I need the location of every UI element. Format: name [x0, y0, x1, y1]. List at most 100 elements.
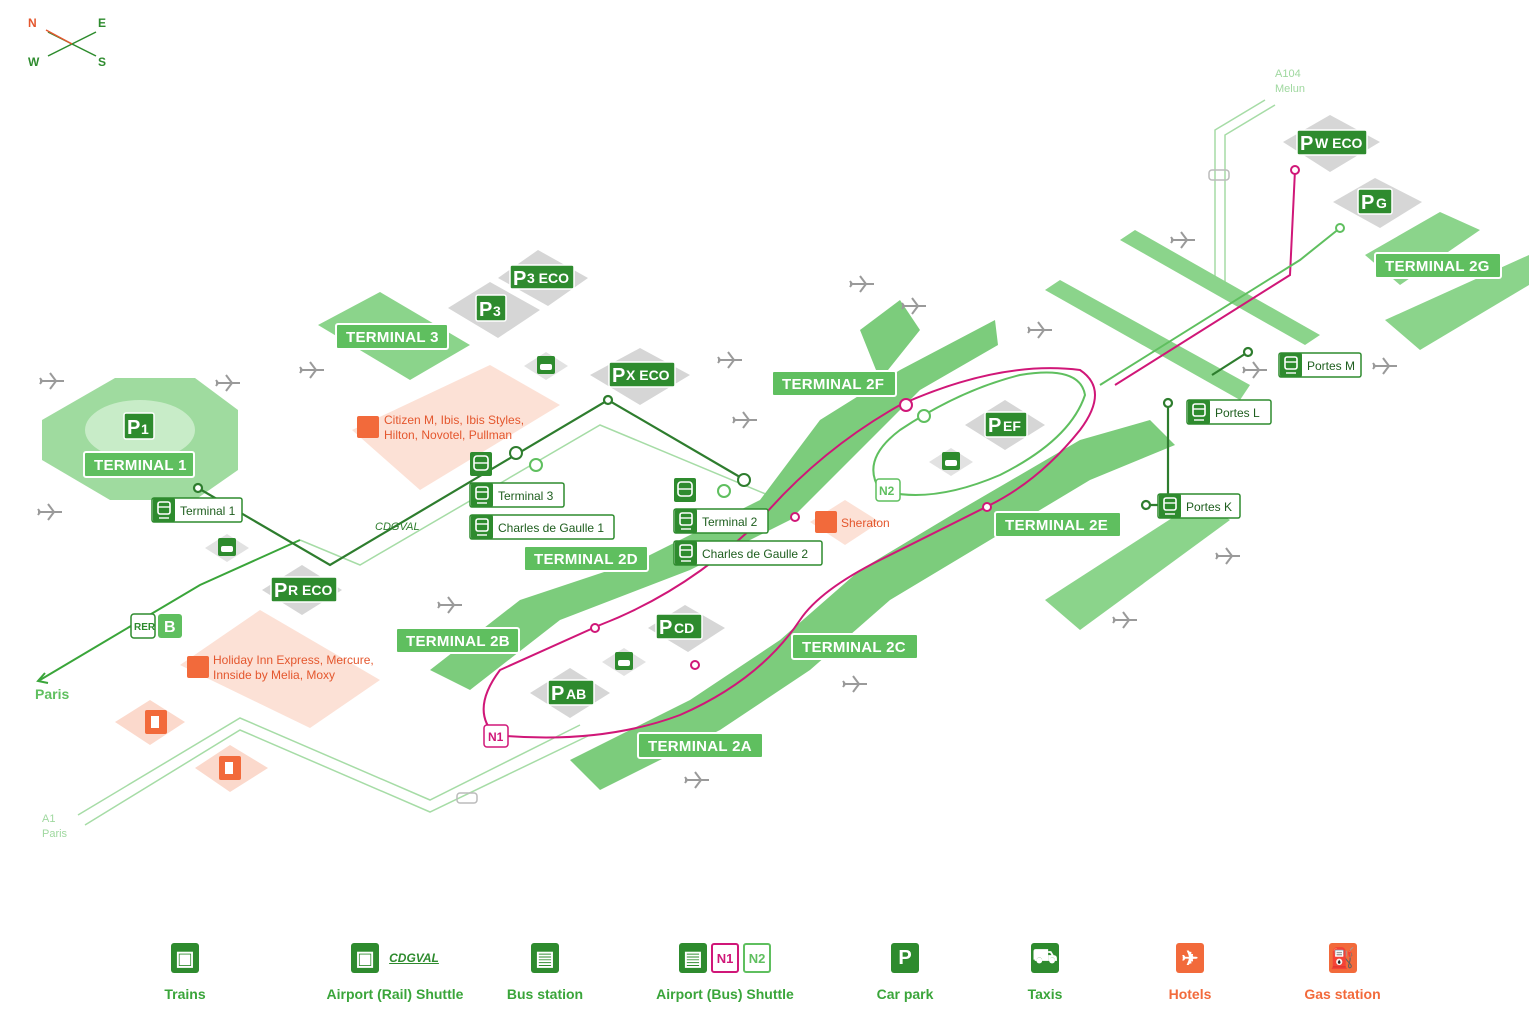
- terminal-2f-label[interactable]: TERMINAL 2F: [771, 370, 897, 397]
- taxi-icon: ⛟: [1031, 943, 1059, 973]
- hotel-sheraton: Sheraton: [841, 516, 890, 530]
- legend-hotels: ✈ Hotels: [1160, 940, 1220, 1002]
- legend-rail-shuttle: ▣ CDGVAL Airport (Rail) Shuttle: [320, 940, 470, 1002]
- fuel-icon: ⛽: [1328, 943, 1357, 973]
- road-paris: Paris: [42, 828, 68, 840]
- station-portes-m[interactable]: Portes M: [1278, 352, 1362, 378]
- svg-text:Terminal 2: Terminal 2: [702, 515, 758, 529]
- parking-p1[interactable]: P 1: [123, 412, 155, 440]
- compass: N E W S: [28, 16, 106, 69]
- rer-line: [36, 539, 301, 684]
- svg-text:Portes L: Portes L: [1215, 406, 1260, 420]
- hotel-icons: [187, 416, 837, 678]
- parking-labels: P 1 P 3 P 3 ECO P X ECO P R ECO P EF: [123, 129, 1393, 706]
- svg-text:CD: CD: [674, 620, 694, 636]
- bus-stations: [469, 409, 931, 503]
- parking-pg[interactable]: P G: [1357, 188, 1393, 215]
- svg-text:3 ECO: 3 ECO: [527, 270, 569, 286]
- svg-text:Portes M: Portes M: [1307, 359, 1355, 373]
- compass-n: N: [28, 16, 37, 30]
- terminal-1-label[interactable]: TERMINAL 1: [83, 451, 195, 478]
- station-portes-k[interactable]: Portes K: [1157, 493, 1241, 519]
- road-a1: A1: [42, 813, 55, 825]
- legend-bus-station: ▤ Bus station: [500, 940, 590, 1002]
- hotel-group1-line1: Citizen M, Ibis, Ibis Styles,: [384, 413, 524, 427]
- terminal-2g-label[interactable]: TERMINAL 2G: [1374, 252, 1502, 279]
- svg-text:TERMINAL 2A: TERMINAL 2A: [648, 738, 752, 755]
- parking-icon: P: [891, 943, 919, 973]
- parking-px-eco[interactable]: P X ECO: [608, 361, 676, 388]
- svg-text:EF: EF: [1003, 418, 1021, 434]
- rer-b-badge[interactable]: RER B: [130, 613, 182, 639]
- svg-text:P: P: [612, 365, 625, 387]
- svg-text:P: P: [551, 683, 564, 705]
- train-icon: ▣: [171, 943, 199, 973]
- terminal-2a-label[interactable]: TERMINAL 2A: [637, 732, 764, 759]
- svg-text:TERMINAL 2D: TERMINAL 2D: [534, 551, 638, 568]
- terminal-3-label[interactable]: TERMINAL 3: [335, 323, 449, 350]
- svg-text:Charles de Gaulle 2: Charles de Gaulle 2: [702, 547, 808, 561]
- bus-icon: ▤: [531, 943, 559, 973]
- station-cdg-2[interactable]: Charles de Gaulle 2: [673, 540, 823, 566]
- station-terminal-2[interactable]: Terminal 2: [673, 508, 769, 534]
- compass-s: S: [98, 55, 106, 69]
- n1-legend-icon: N1: [711, 943, 739, 973]
- hotel-group2-line1: Holiday Inn Express, Mercure,: [213, 653, 374, 667]
- svg-text:TERMINAL 2B: TERMINAL 2B: [406, 633, 510, 650]
- svg-text:G: G: [1376, 195, 1387, 211]
- n2-badge[interactable]: N2: [875, 478, 901, 502]
- shuttle-train-icon: ▣: [351, 943, 380, 973]
- gas-station-icons: [145, 710, 241, 780]
- svg-text:P: P: [274, 580, 287, 602]
- svg-text:AB: AB: [566, 686, 586, 702]
- legend-gas-station: ⛽ Gas station: [1295, 940, 1390, 1002]
- n1-badge[interactable]: N1: [483, 724, 509, 748]
- bus-stops: [590, 398, 992, 670]
- svg-text:P: P: [659, 617, 672, 639]
- station-cdg-1[interactable]: Charles de Gaulle 1: [469, 514, 615, 540]
- svg-text:3: 3: [493, 303, 501, 319]
- terminal-2d-label[interactable]: TERMINAL 2D: [523, 545, 649, 572]
- rail-stations: Terminal 1 Terminal 3 Charles de Gaulle …: [151, 352, 1362, 566]
- svg-text:Charles de Gaulle 1: Charles de Gaulle 1: [498, 521, 604, 535]
- svg-text:W ECO: W ECO: [1315, 135, 1363, 151]
- terminal-labels: TERMINAL 1 TERMINAL 3 TERMINAL 2F TERMIN…: [83, 252, 1502, 759]
- svg-text:B: B: [164, 619, 176, 636]
- hotel-icon: ✈: [1176, 943, 1204, 973]
- parking-pef[interactable]: P EF: [984, 411, 1028, 438]
- terminal-2e-label[interactable]: TERMINAL 2E: [994, 511, 1122, 538]
- svg-text:TERMINAL 3: TERMINAL 3: [346, 329, 439, 346]
- hotel-group2-line2: Innside by Melia, Moxy: [213, 668, 335, 682]
- svg-text:P: P: [479, 299, 492, 321]
- svg-text:TERMINAL 2E: TERMINAL 2E: [1005, 517, 1108, 534]
- svg-text:P: P: [1300, 133, 1313, 155]
- svg-text:TERMINAL 1: TERMINAL 1: [94, 457, 187, 474]
- parking-pr-eco[interactable]: P R ECO: [270, 576, 338, 603]
- compass-e: E: [98, 16, 106, 30]
- parking-p3-eco[interactable]: P 3 ECO: [509, 264, 575, 290]
- parking-p3[interactable]: P 3: [475, 294, 507, 322]
- legend-trains: ▣ Trains: [155, 940, 215, 1002]
- cdgval-line-label: CDGVAL: [375, 521, 420, 533]
- station-portes-l[interactable]: Portes L: [1186, 399, 1272, 425]
- parking-pw-eco[interactable]: P W ECO: [1296, 129, 1368, 156]
- terminal-2b-label[interactable]: TERMINAL 2B: [395, 627, 520, 654]
- cdgval-line: [192, 346, 1254, 567]
- svg-text:P: P: [1361, 192, 1374, 214]
- parking-pab[interactable]: P AB: [547, 679, 595, 706]
- svg-text:RER: RER: [134, 622, 156, 633]
- station-terminal-1[interactable]: Terminal 1: [151, 497, 243, 523]
- svg-text:P: P: [988, 415, 1001, 437]
- parking-pcd[interactable]: P CD: [655, 613, 703, 640]
- road-melun: Melun: [1275, 83, 1305, 95]
- terminal-2c-label[interactable]: TERMINAL 2C: [791, 633, 919, 660]
- svg-text:TERMINAL 2G: TERMINAL 2G: [1385, 258, 1490, 275]
- svg-text:TERMINAL 2F: TERMINAL 2F: [782, 376, 884, 393]
- station-terminal-3[interactable]: Terminal 3: [469, 482, 565, 508]
- svg-text:N1: N1: [488, 730, 504, 744]
- bus-n2-line: [872, 223, 1345, 496]
- car-icons: [456, 169, 1230, 804]
- bus-station-t3: [469, 451, 493, 477]
- shuttle-bus-icon: ▤: [679, 943, 707, 973]
